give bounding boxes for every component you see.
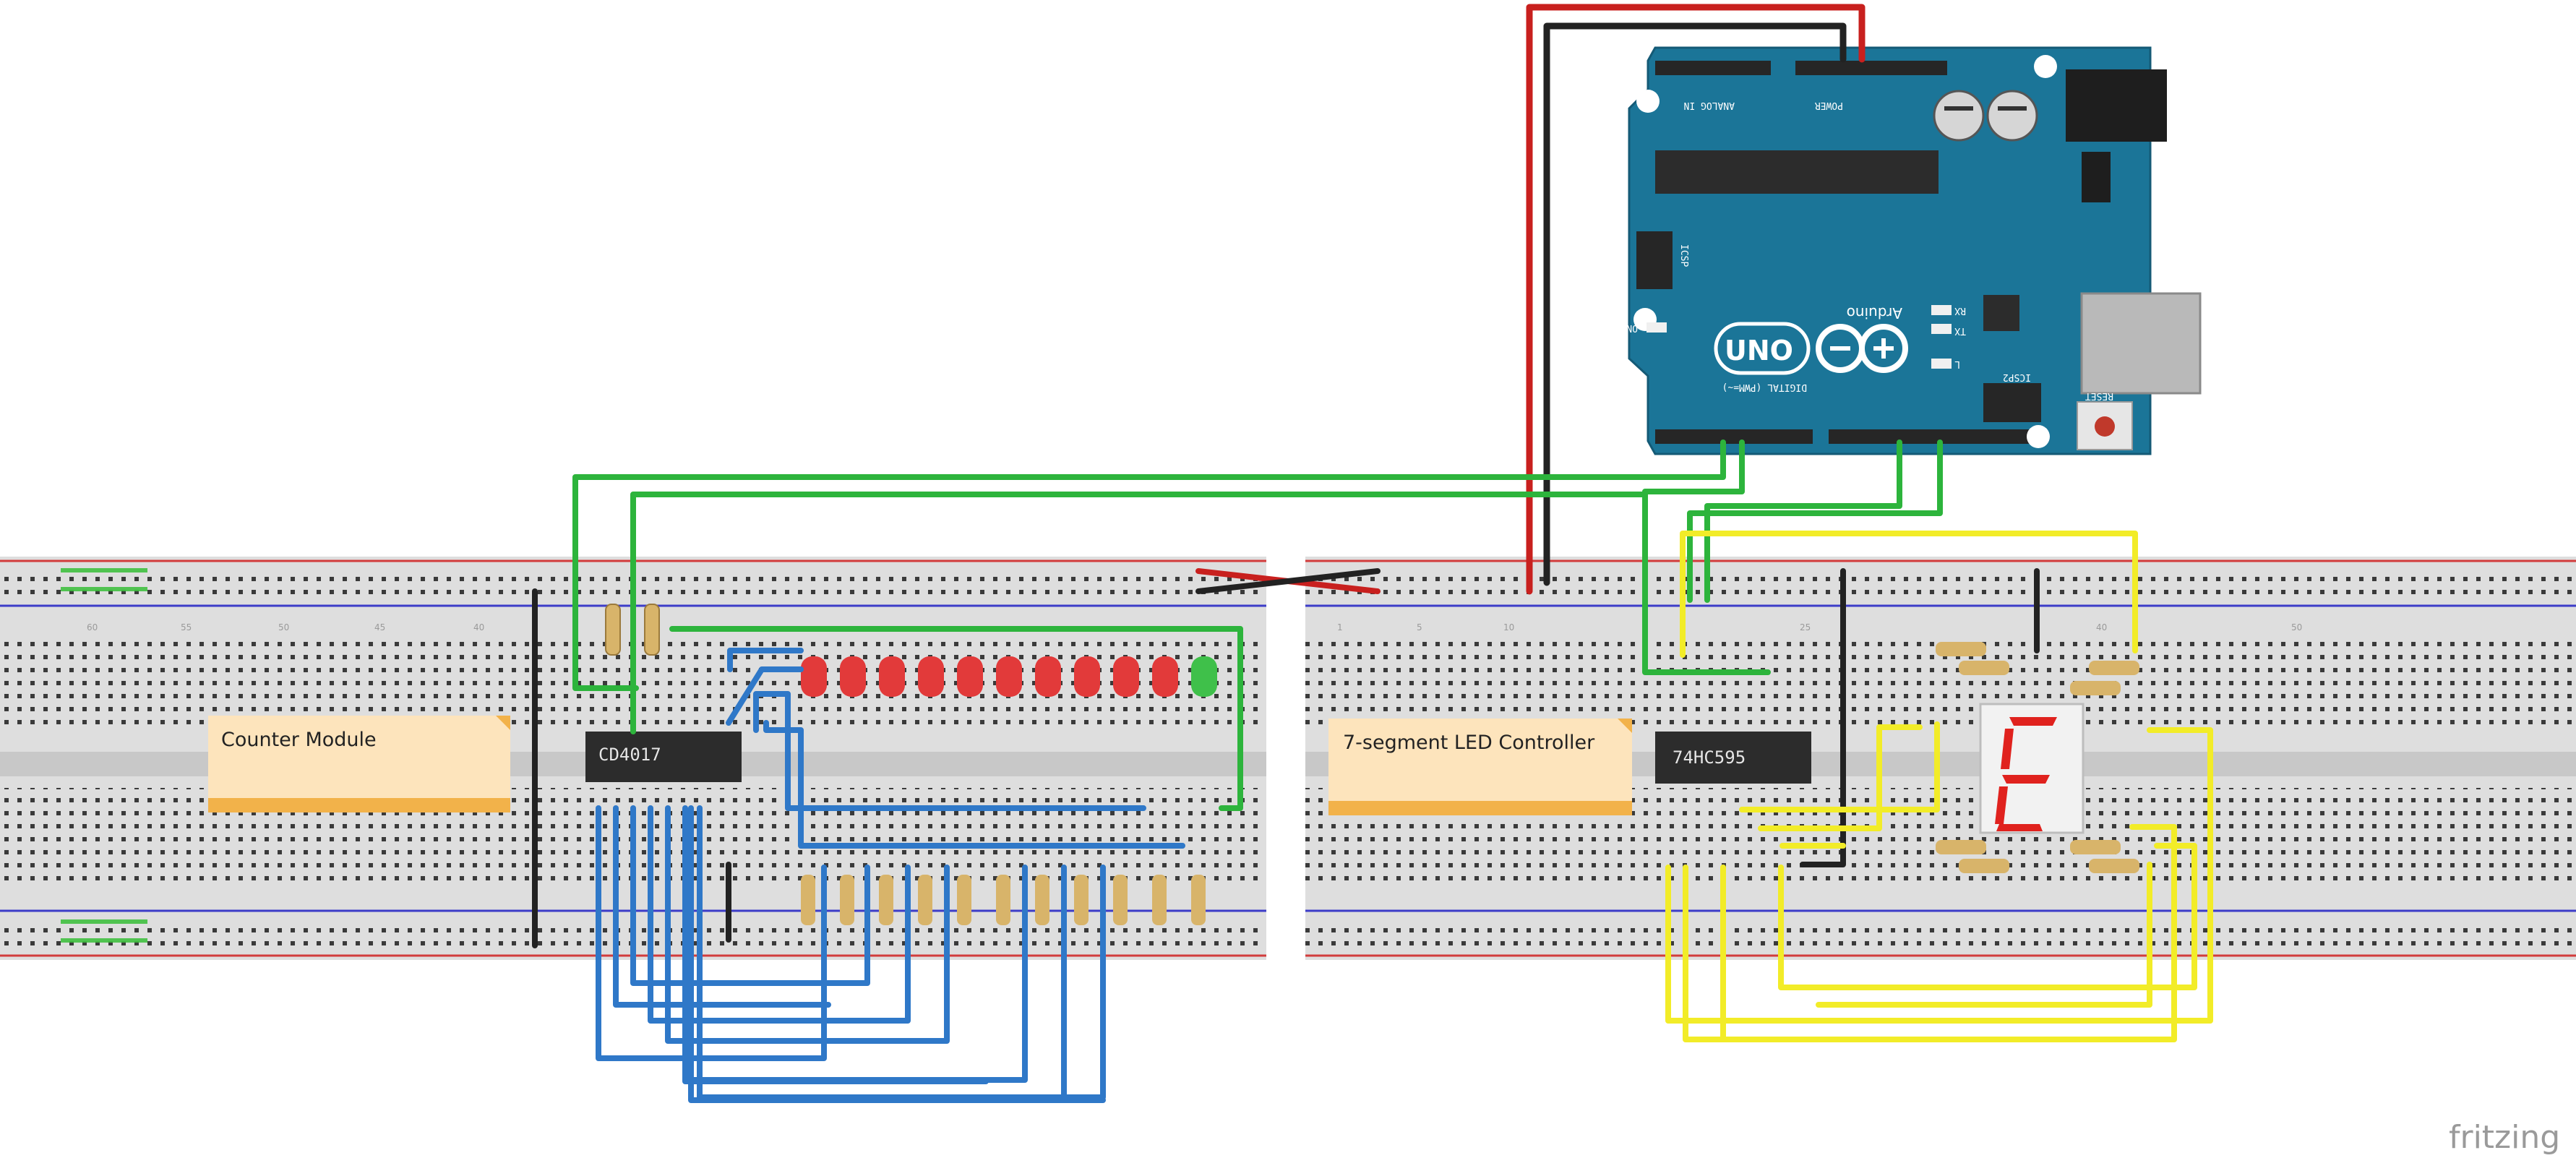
chip-cd4017: CD4017	[585, 732, 742, 782]
note-counter-module: Counter Module	[208, 716, 510, 812]
reset-button-icon	[2077, 401, 2133, 450]
seven-segment-display	[1979, 703, 2085, 834]
resistor-array-left	[605, 604, 1206, 925]
wires	[532, 4, 2213, 1103]
power-jack-icon	[2066, 69, 2167, 142]
arduino-digital-label: DIGITAL (PWM=~)	[1722, 382, 1807, 393]
bb-right-num-10: 10	[1503, 622, 1514, 632]
bb-left-num-60: 60	[87, 622, 98, 632]
arduino-logo-icon	[1714, 322, 1908, 375]
capacitor-icon	[1933, 90, 1985, 142]
arduino-icsp-label: ICSP	[1678, 244, 1689, 267]
chip-cd4017-label: CD4017	[598, 745, 661, 765]
led-array	[801, 656, 1217, 697]
chip-74hc595-label: 74HC595	[1673, 747, 1746, 768]
arduino-tx-label: TX	[1954, 325, 1966, 336]
resistor-array-right	[1936, 642, 2139, 873]
arduino-power-label: POWER	[1815, 100, 1843, 111]
bb-right-num-40: 40	[2096, 622, 2107, 632]
chip-74hc595: 74HC595	[1655, 732, 1811, 784]
arduino-uno-board: UNO Arduino ANALOG IN POWER DIGITAL (PWM…	[1626, 46, 2202, 455]
bb-right-num-5: 5	[1417, 622, 1422, 632]
bb-left-num-50: 50	[278, 622, 289, 632]
arduino-reset-label: RESET	[2085, 390, 2113, 401]
arduino-on-label: ON	[1626, 322, 1638, 333]
arduino-l-label: L	[1954, 359, 1960, 369]
note-7seg-controller: 7-segment LED Controller	[1328, 719, 1632, 815]
arduino-model-text: UNO	[1725, 335, 1793, 366]
arduino-rx-label: RX	[1954, 305, 1966, 316]
fritzing-watermark: fritzing	[2449, 1119, 2560, 1156]
bb-left-num-45: 45	[374, 622, 385, 632]
arduino-icsp2-label: ICSP2	[2003, 372, 2031, 382]
bb-right-num-1: 1	[1337, 622, 1343, 632]
bb-right-num-50: 50	[2291, 622, 2302, 632]
arduino-analog-label: ANALOG IN	[1684, 100, 1735, 111]
note-counter-module-text: Counter Module	[221, 729, 377, 751]
arduino-logo-text: Arduino	[1847, 304, 1902, 322]
capacitor-icon	[1986, 90, 2038, 142]
bb-left-num-55: 55	[181, 622, 192, 632]
bb-left-num-40: 40	[473, 622, 484, 632]
usb-port-icon	[2080, 292, 2202, 395]
note-7seg-controller-text: 7-segment LED Controller	[1343, 732, 1595, 754]
bb-right-num-25: 25	[1800, 622, 1811, 632]
